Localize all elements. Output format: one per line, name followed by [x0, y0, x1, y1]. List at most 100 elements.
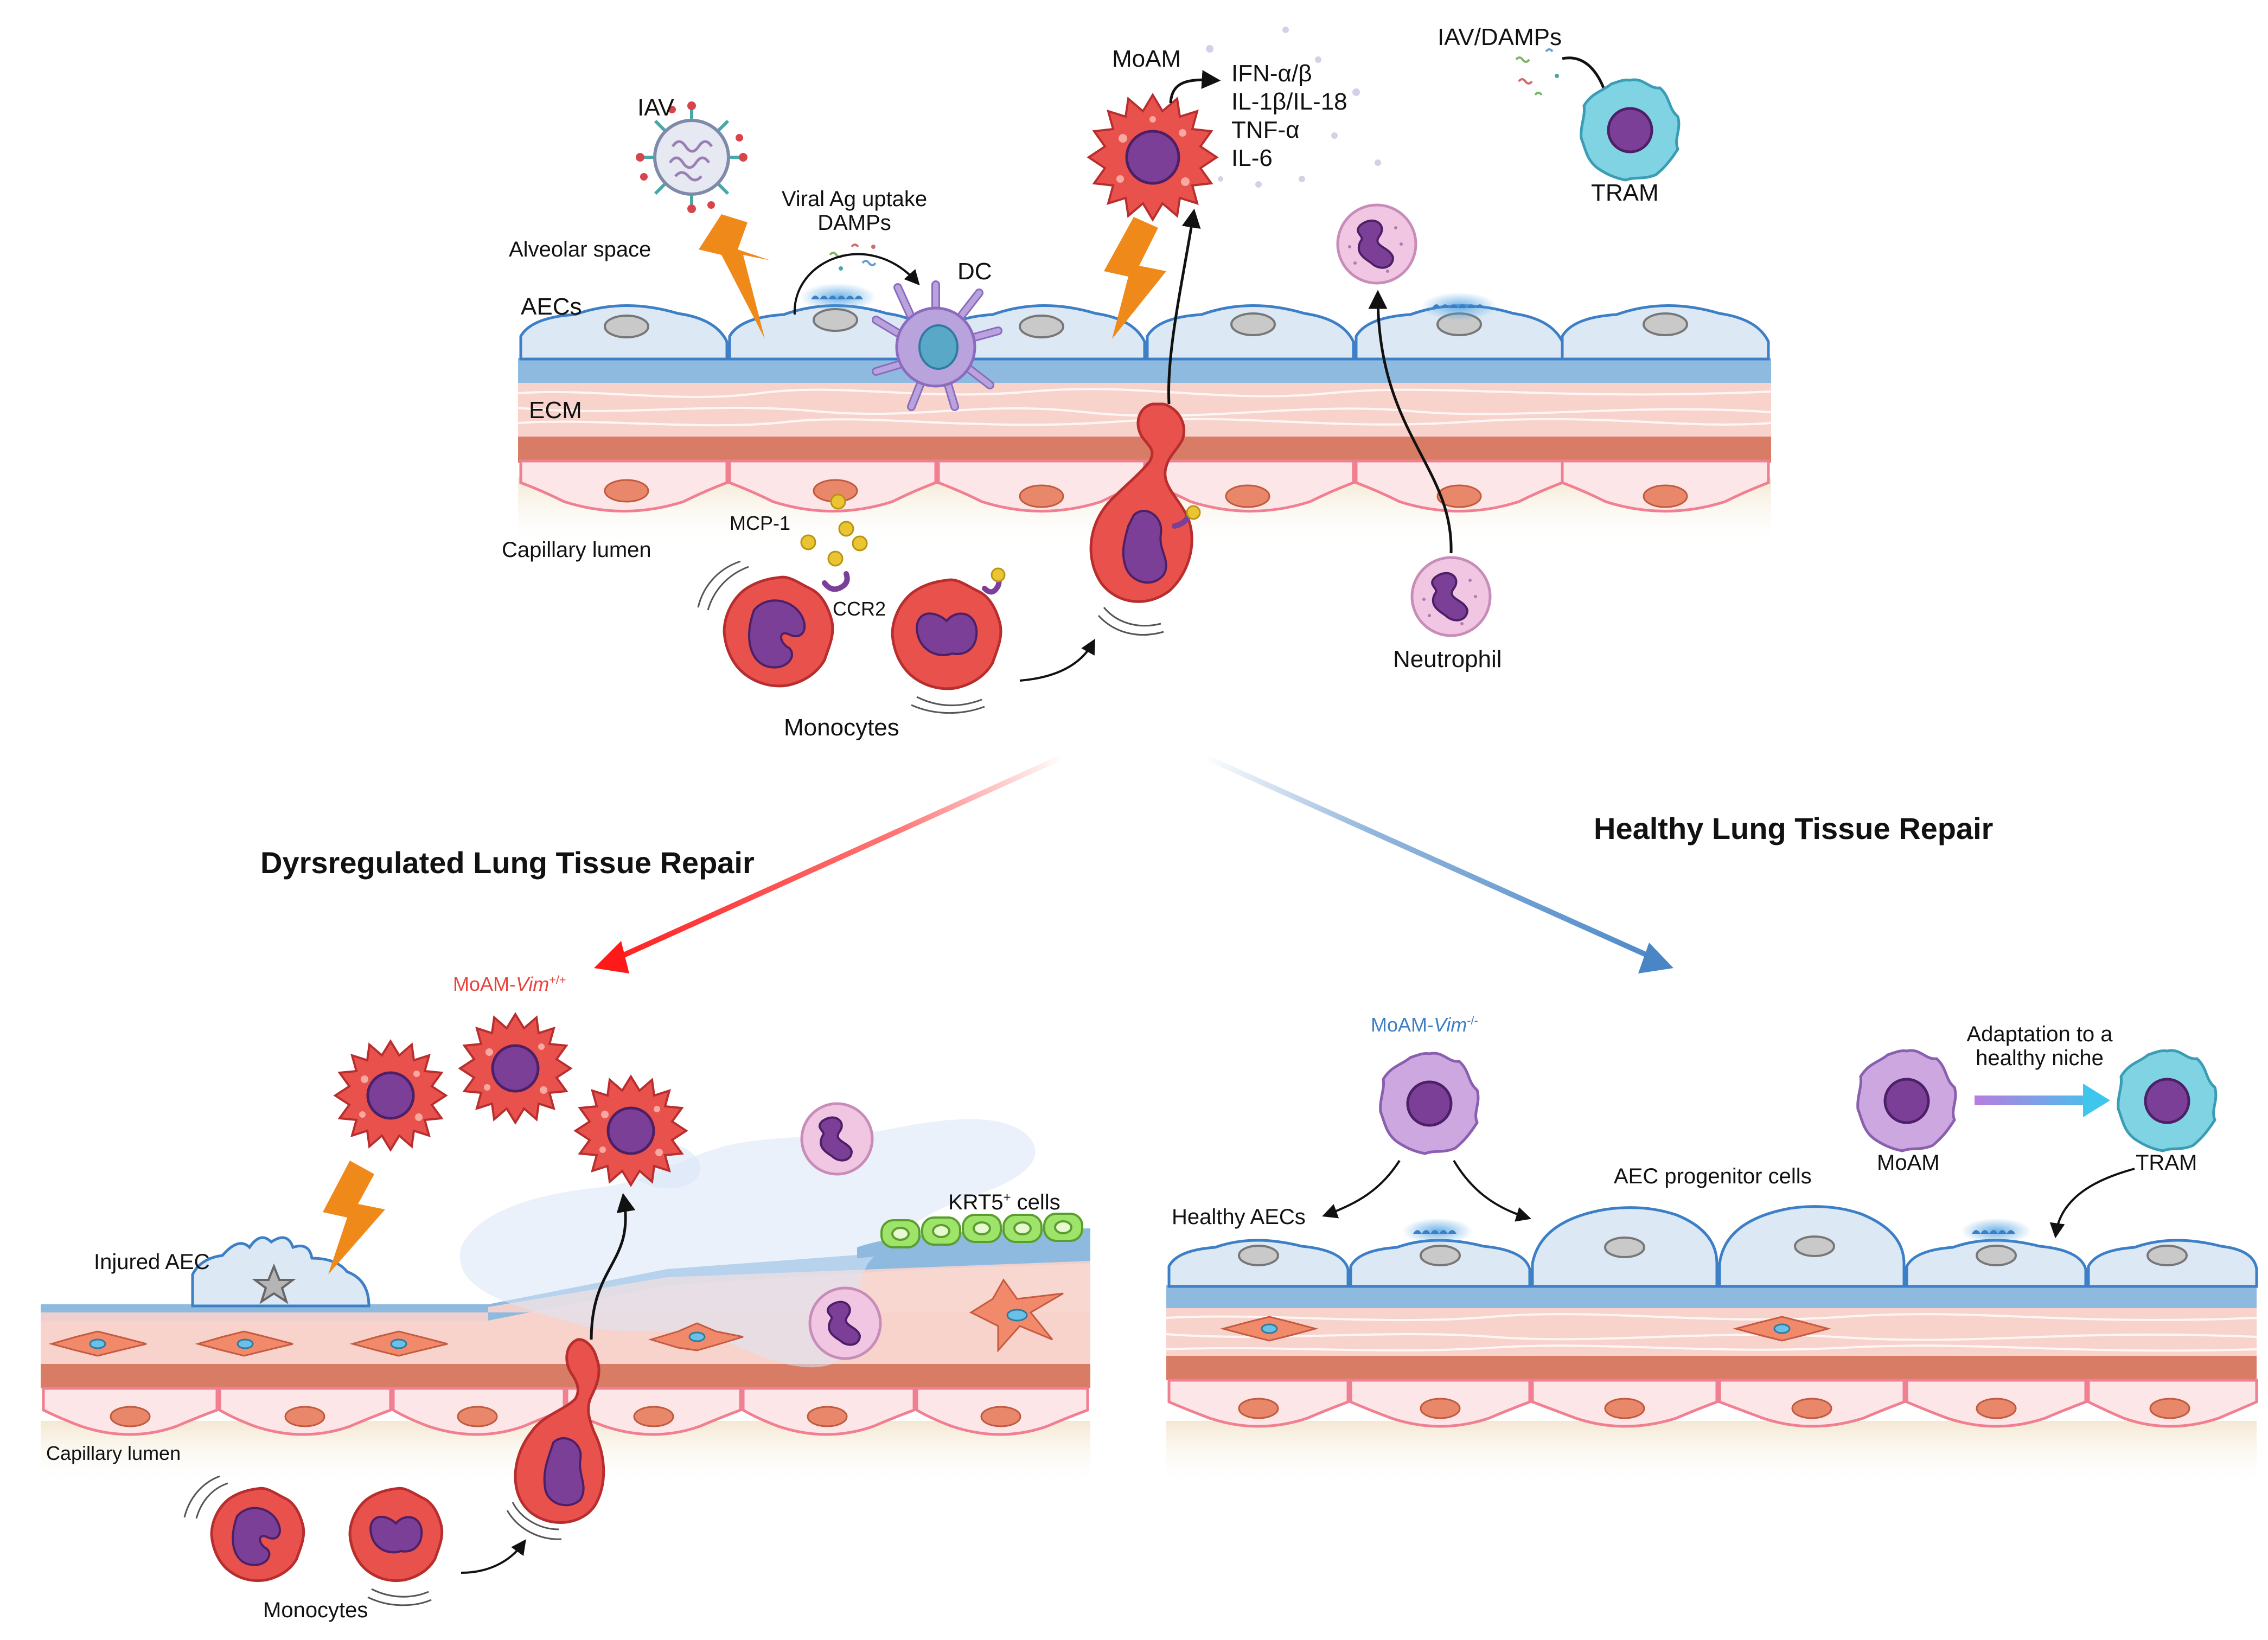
- moam-vim-pos-cell: [573, 1074, 688, 1187]
- receptor-icon: [822, 571, 850, 592]
- label-ecm: ECM: [529, 397, 582, 424]
- cytokine-item: IL-6: [1231, 144, 1273, 171]
- arrow-icon: [1368, 290, 1453, 554]
- tram-cell: [2117, 1049, 2218, 1152]
- label-krt5-suffix: cells: [1011, 1190, 1060, 1214]
- dc-cell: [872, 280, 1002, 411]
- neutrophil-cell: [1336, 203, 1417, 285]
- lightning-icon: [699, 214, 770, 339]
- endothelium-bottom-right: [1167, 1379, 2258, 1428]
- label-aec-progenitor: AEC progenitor cells: [1614, 1164, 1812, 1188]
- label-injured-aec: Injured AEC: [94, 1250, 210, 1274]
- label-mcp1: MCP-1: [730, 512, 791, 534]
- aec-row-healthy: [1167, 1205, 2258, 1288]
- arrow-icon: [1167, 208, 1201, 405]
- neutrophil-cell: [800, 1102, 874, 1176]
- label-capillary-lumen: Capillary lumen: [502, 538, 651, 562]
- arrow-icon: [594, 941, 629, 973]
- arrow-icon: [793, 253, 920, 315]
- mcp1-particles: [800, 494, 868, 567]
- label-monocytes-bottom: Monocytes: [263, 1598, 368, 1622]
- arrow-icon: [2083, 1084, 2110, 1117]
- edema-area: [459, 1119, 1036, 1368]
- aec-row-top: [519, 283, 1770, 361]
- arrow-icon: [1019, 638, 1096, 682]
- fibroblast-icon: [48, 1278, 1064, 1357]
- label-tram: TRAM: [1591, 180, 1659, 206]
- label-krt5-prefix: KRT5: [948, 1190, 1004, 1214]
- transmigrating-monocyte: [514, 1338, 605, 1524]
- label-adaptation-line1: Adaptation to a: [1966, 1022, 2113, 1046]
- label-healthy-aecs: Healthy AECs: [1172, 1205, 1306, 1229]
- label-capillary-lumen-bottom: Capillary lumen: [46, 1442, 181, 1464]
- label-viral-ag-line2: DAMPs: [817, 211, 891, 235]
- lightning-icon: [1104, 217, 1166, 339]
- cytokine-item: IFN-α/β: [1231, 60, 1312, 87]
- damaged-nucleus-icon: [252, 1263, 296, 1304]
- label-moam-vim-pos: MoAM-Vim+/+: [453, 973, 566, 995]
- monocyte-cell: [348, 1487, 444, 1583]
- label-moam-vim-neg-sup: -/-: [1467, 1014, 1478, 1027]
- top-panel: [518, 27, 1772, 714]
- title-dysregulated: Dyrsregulated Lung Tissue Repair: [260, 845, 755, 880]
- label-moam-right: MoAM: [1877, 1151, 1940, 1175]
- label-moam-vim-pos-prefix: MoAM-: [453, 973, 516, 995]
- label-krt5-cells: KRT5+ cells: [948, 1190, 1060, 1214]
- arrow-icon: [1322, 1159, 1401, 1219]
- arrow-icon: [461, 1539, 526, 1574]
- arrow-to-dysregulated: [611, 754, 1065, 963]
- moam-vim-pos-cell: [333, 1039, 448, 1152]
- cytokine-item: IL-1β/IL-18: [1231, 88, 1347, 115]
- cytokine-particles: [1206, 27, 1381, 188]
- adaptation-arrow: [1975, 1096, 2088, 1105]
- label-dc: DC: [957, 258, 992, 285]
- virus-icon: [636, 101, 748, 213]
- label-tram-right: TRAM: [2136, 1151, 2197, 1175]
- tram-cell: [1580, 78, 1681, 182]
- label-neutrophil: Neutrophil: [1393, 646, 1502, 672]
- arrow-icon: [1169, 70, 1221, 104]
- label-alveolar-space: Alveolar space: [509, 238, 651, 261]
- title-healthy: Healthy Lung Tissue Repair: [1594, 811, 1994, 845]
- label-moam-vim-neg: MoAM-Vim-/-: [1371, 1014, 1478, 1036]
- monocyte-cell: [723, 575, 834, 688]
- moam-cell: [1856, 1049, 1957, 1152]
- arrow-icon: [2049, 1168, 2135, 1239]
- monocyte-cell: [210, 1487, 305, 1583]
- label-moam-vim-pos-gene: Vim: [516, 973, 550, 995]
- label-krt5-sup: +: [1003, 1190, 1011, 1205]
- damps-particles: [1515, 48, 1559, 96]
- moam-vim-pos-cell: [458, 1012, 573, 1125]
- krt5-cells: [857, 1213, 1090, 1258]
- transmigrating-monocyte: [1089, 402, 1193, 603]
- endothelium-bottom-left: [42, 1387, 1089, 1436]
- label-viral-ag-uptake: Viral Ag uptake DAMPs: [773, 187, 936, 235]
- label-iav-damps: IAV/DAMPs: [1438, 24, 1562, 50]
- moam-vim-neg-cell: [1379, 1052, 1480, 1155]
- neutrophil-cell: [808, 1286, 882, 1360]
- neutrophil-cell: [1410, 556, 1492, 637]
- arrow-icon: [1453, 1159, 1532, 1222]
- moam-cell: [1087, 93, 1219, 222]
- label-viral-ag-line1: Viral Ag uptake: [781, 187, 928, 211]
- label-moam-vim-neg-prefix: MoAM-: [1371, 1014, 1434, 1036]
- basement-membrane: [518, 358, 1771, 383]
- lightning-icon: [323, 1161, 385, 1274]
- fibroblast-icon: [1220, 1316, 1831, 1342]
- label-adaptation-line2: healthy niche: [1976, 1046, 2104, 1070]
- dysregulated-panel: [41, 1012, 1090, 1606]
- label-aecs: AECs: [521, 293, 582, 320]
- label-moam-vim-pos-sup: +/+: [549, 973, 566, 986]
- label-moam: MoAM: [1112, 46, 1181, 72]
- label-ccr2: CCR2: [833, 598, 886, 620]
- arrow-icon: [1638, 943, 1673, 973]
- monocyte-cell: [891, 578, 1002, 690]
- injured-aec: [191, 1236, 370, 1308]
- cytokine-list: IFN-α/β IL-1β/IL-18 TNF-α IL-6: [1231, 60, 1347, 172]
- label-adaptation: Adaptation to a healthy niche: [1953, 1022, 2126, 1070]
- label-iav: IAV: [637, 94, 674, 121]
- healthy-panel: [1166, 1049, 2258, 1486]
- arrow-to-healthy: [1203, 754, 1653, 960]
